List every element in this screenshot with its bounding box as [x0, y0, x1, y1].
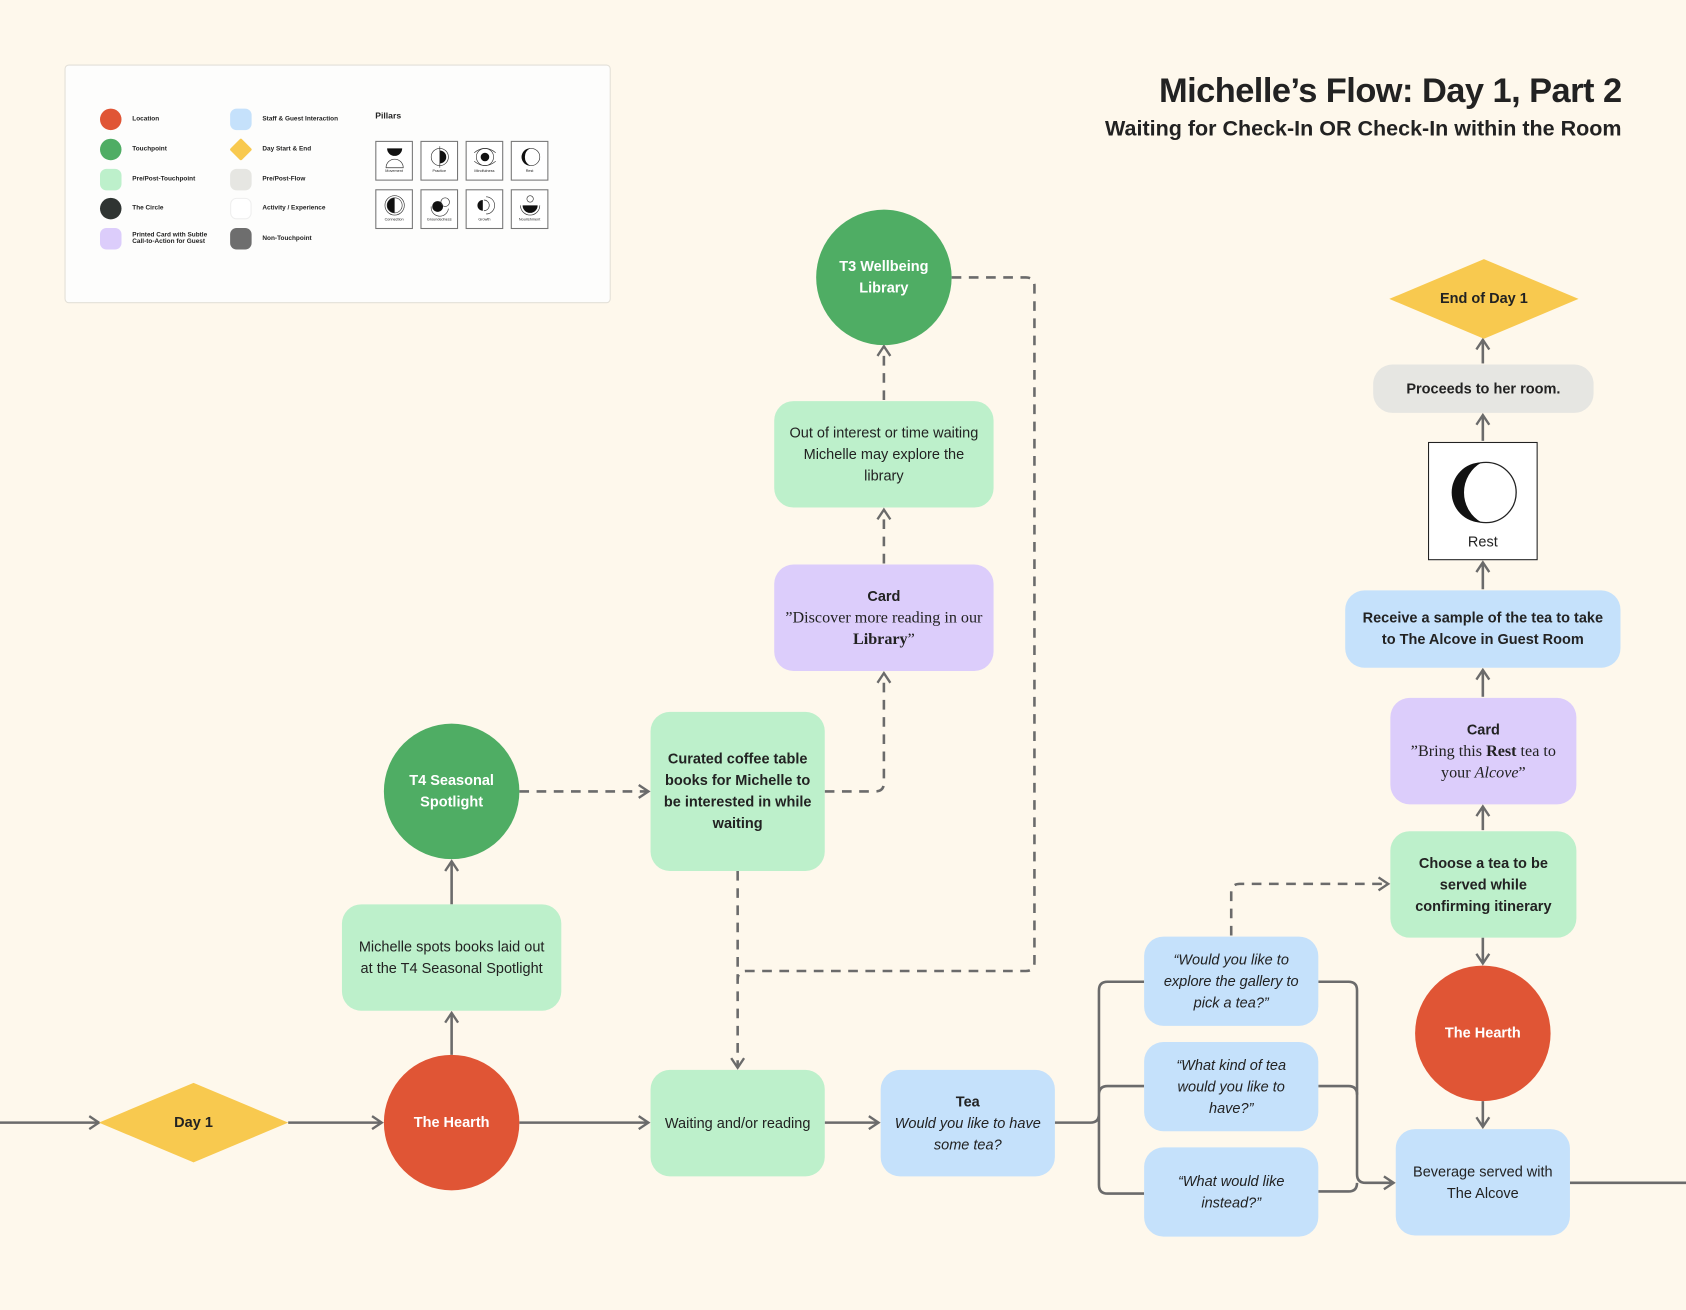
- pillar-rest: Rest: [510, 140, 549, 181]
- title-block: Michelle’s Flow: Day 1, Part 2 Waiting f…: [1105, 71, 1622, 142]
- legend: Location Touchpoint Pre/Post-Touchpoint …: [64, 64, 611, 304]
- pillar-nourishment: Nourishment: [510, 189, 549, 230]
- legend-label: Printed Card with Subtle Call-to-Action …: [132, 232, 208, 246]
- edge: [1318, 1182, 1359, 1193]
- legend-label: Activity / Experience: [262, 205, 326, 212]
- tea-node[interactable]: Tea Would you like to have some tea?: [880, 1069, 1055, 1177]
- spots-books-node[interactable]: Michelle spots books laid out at the T4 …: [341, 904, 562, 1011]
- edge: [1318, 1084, 1359, 1095]
- page-title: Michelle’s Flow: Day 1, Part 2: [1158, 70, 1622, 110]
- legend-item: Day Start & End: [229, 138, 312, 161]
- rest-label: Rest: [1467, 533, 1498, 550]
- instead-question-node[interactable]: “What would like instead?”: [1144, 1147, 1319, 1237]
- pillar-label: Growth: [478, 217, 491, 222]
- day1-node[interactable]: Day 1: [174, 1114, 213, 1131]
- pillar-movement: Movement: [375, 140, 413, 181]
- legend-item: Non-Touchpoint: [230, 227, 312, 250]
- card-text: ”Bring this Rest tea to your Alcove”: [1410, 742, 1556, 782]
- edge: [1318, 980, 1396, 1191]
- practice-icon: [430, 146, 449, 168]
- hearth-location-node-2[interactable]: The Hearth: [1415, 965, 1551, 1102]
- t3-wellbeing-library-node[interactable]: T3 Wellbeing Library: [816, 209, 952, 346]
- activity-swatch: [230, 197, 252, 220]
- card-text: ”Discover more reading in our Library”: [785, 609, 983, 648]
- legend-item: Staff & Guest Interaction: [230, 108, 339, 131]
- explore-library-node[interactable]: Out of interest or time waiting Michelle…: [774, 401, 994, 508]
- legend-label: The Circle: [132, 205, 164, 212]
- tea-heading: Tea: [955, 1093, 980, 1110]
- legend-item: Location: [100, 108, 160, 131]
- pre-post-flow-swatch: [230, 168, 252, 191]
- legend-item: Touchpoint: [100, 138, 167, 161]
- pillar-label: Nourishment: [518, 217, 541, 222]
- hearth-location-node[interactable]: The Hearth: [383, 1054, 520, 1191]
- pillar-label: Mindfulness: [474, 168, 495, 174]
- groundedness-icon: [430, 197, 450, 217]
- pillar-label: Connection: [384, 217, 404, 222]
- legend-label: Pre/Post-Touchpoint: [132, 176, 196, 183]
- pillar-mindfulness: Mindfulness: [465, 140, 504, 181]
- legend-label: Touchpoint: [132, 146, 167, 153]
- card-heading: Card: [1466, 720, 1500, 738]
- pillar-label: Rest: [525, 168, 534, 174]
- curated-books-node[interactable]: Curated coffee table books for Michelle …: [650, 711, 825, 871]
- legend-item: Pre/Post-Flow: [230, 168, 306, 191]
- day1-diamond: [98, 1082, 289, 1163]
- legend-item: Activity / Experience: [230, 197, 326, 220]
- connection-icon: [384, 195, 405, 216]
- receive-sample-node[interactable]: Receive a sample of the tea to take to T…: [1345, 590, 1621, 668]
- touchpoint-swatch: [100, 138, 122, 161]
- pillars-title: Pillars: [375, 110, 402, 121]
- pillar-label: Practice: [432, 168, 447, 174]
- dashed-edge: [824, 671, 892, 793]
- card-heading: Card: [867, 587, 901, 604]
- card-swatch: [100, 227, 122, 250]
- tea-card-node[interactable]: Card ”Bring this Rest tea to your Alcove…: [1390, 697, 1577, 805]
- mindfulness-icon: [473, 148, 496, 166]
- nourishment-icon: [519, 195, 540, 216]
- dashed-edge: [1229, 876, 1391, 936]
- movement-icon: [385, 148, 404, 169]
- beverage-served-node[interactable]: Beverage served with The Alcove: [1395, 1129, 1570, 1236]
- staff-guest-swatch: [230, 108, 252, 131]
- pillar-practice: Practice: [420, 140, 459, 181]
- pillar-growth: Growth: [465, 189, 504, 230]
- page-subtitle: Waiting for Check-In OR Check-In within …: [1105, 117, 1622, 141]
- kind-of-tea-question-node[interactable]: “What kind of tea would you like to have…: [1144, 1041, 1319, 1132]
- tea-question: Would you like to have some tea?: [894, 1114, 1041, 1153]
- rest-icon: [520, 148, 540, 166]
- rest-pillar-node[interactable]: Rest: [1427, 441, 1538, 561]
- pillar-label: Movement: [385, 168, 403, 174]
- legend-item: Printed Card with Subtle Call-to-Action …: [100, 227, 208, 250]
- non-touchpoint-swatch: [230, 227, 252, 250]
- legend-label: Non-Touchpoint: [262, 235, 312, 242]
- end-of-day-node[interactable]: End of Day 1: [1439, 290, 1528, 307]
- legend-label: Staff & Guest Interaction: [262, 116, 339, 123]
- waiting-reading-node[interactable]: Waiting and/or reading: [650, 1069, 825, 1177]
- pre-post-touchpoint-swatch: [100, 168, 122, 191]
- legend-label: Pre/Post-Flow: [262, 176, 306, 183]
- rest-icon: [1451, 461, 1517, 524]
- circle-swatch: [100, 197, 122, 220]
- gallery-question-node[interactable]: “Would you like to explore the gallery t…: [1144, 936, 1319, 1026]
- legend-label: Location: [132, 116, 160, 123]
- growth-icon: [476, 196, 495, 215]
- end-of-day-diamond: [1389, 259, 1579, 339]
- choose-tea-node[interactable]: Choose a tea to be served while confirmi…: [1390, 831, 1577, 938]
- legend-item: Pre/Post-Touchpoint: [100, 168, 196, 191]
- legend-item: The Circle: [100, 197, 164, 220]
- library-card-node[interactable]: Card ”Discover more reading in our Libra…: [774, 564, 994, 671]
- legend-label: Day Start & End: [262, 146, 312, 153]
- pillar-label: Groundedness: [426, 217, 452, 222]
- t4-seasonal-spotlight-node[interactable]: T4 Seasonal Spotlight: [383, 723, 520, 860]
- location-swatch: [100, 108, 122, 131]
- proceeds-room-node[interactable]: Proceeds to her room.: [1373, 364, 1594, 413]
- pillar-connection: Connection: [375, 189, 413, 230]
- edge: [1054, 980, 1145, 1195]
- pillar-groundedness: Groundedness: [420, 189, 459, 230]
